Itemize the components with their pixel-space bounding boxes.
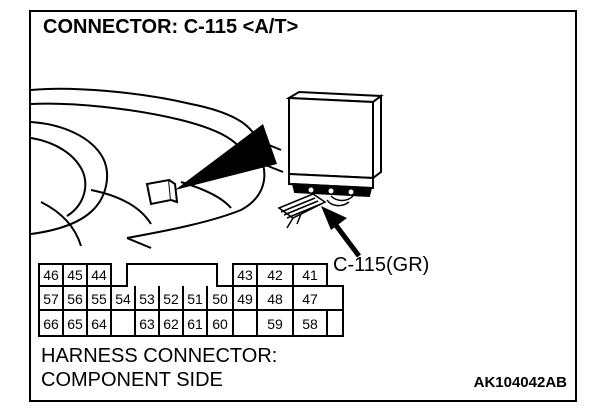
pin-42: 42 xyxy=(267,267,283,283)
pin-53: 53 xyxy=(139,291,155,307)
pin-51: 51 xyxy=(187,291,203,307)
pin-61: 61 xyxy=(187,316,203,332)
pin-47: 47 xyxy=(302,291,318,307)
pin-55: 55 xyxy=(91,291,107,307)
pin-50: 50 xyxy=(212,291,228,307)
connector-title: CONNECTOR: C-115 <A/T> xyxy=(43,16,299,38)
pin-49: 49 xyxy=(237,291,253,307)
pin-43: 43 xyxy=(237,267,253,283)
pin-65: 65 xyxy=(67,316,83,332)
harness-connector-caption: HARNESS CONNECTOR: xyxy=(41,345,278,367)
dashboard-illustration: 46 45 44 43 42 41 57 56 55 54 53 52 51 5… xyxy=(31,87,384,337)
pin-60: 60 xyxy=(212,316,228,332)
connector-pins: 46 45 44 43 42 41 57 56 55 54 53 52 51 5… xyxy=(43,267,318,332)
control-unit xyxy=(285,90,384,198)
pin-56: 56 xyxy=(67,291,83,307)
pin-64: 64 xyxy=(91,316,107,332)
pin-58: 58 xyxy=(302,316,318,332)
zoom-wedge xyxy=(175,124,277,190)
pointer-arrow xyxy=(321,206,361,258)
harness-plug xyxy=(277,193,354,229)
pin-66: 66 xyxy=(43,316,59,332)
pin-63: 63 xyxy=(139,316,155,332)
pin-44: 44 xyxy=(91,267,107,283)
pin-46: 46 xyxy=(43,267,59,283)
component-side-caption: COMPONENT SIDE xyxy=(41,369,223,391)
diagram-frame: 46 45 44 43 42 41 57 56 55 54 53 52 51 5… xyxy=(29,10,577,402)
connector-blank-cavities xyxy=(112,311,260,335)
pin-41: 41 xyxy=(302,267,318,283)
pin-45: 45 xyxy=(67,267,83,283)
pin-54: 54 xyxy=(115,291,131,307)
pin-48: 48 xyxy=(267,291,283,307)
figure-id: AK104042AB xyxy=(473,374,567,391)
pin-59: 59 xyxy=(267,316,283,332)
mounting-bracket xyxy=(145,178,179,206)
pin-62: 62 xyxy=(163,316,179,332)
connector-callout-label: C-115(GR) xyxy=(333,254,430,276)
pin-52: 52 xyxy=(163,291,179,307)
pin-57: 57 xyxy=(43,291,59,307)
